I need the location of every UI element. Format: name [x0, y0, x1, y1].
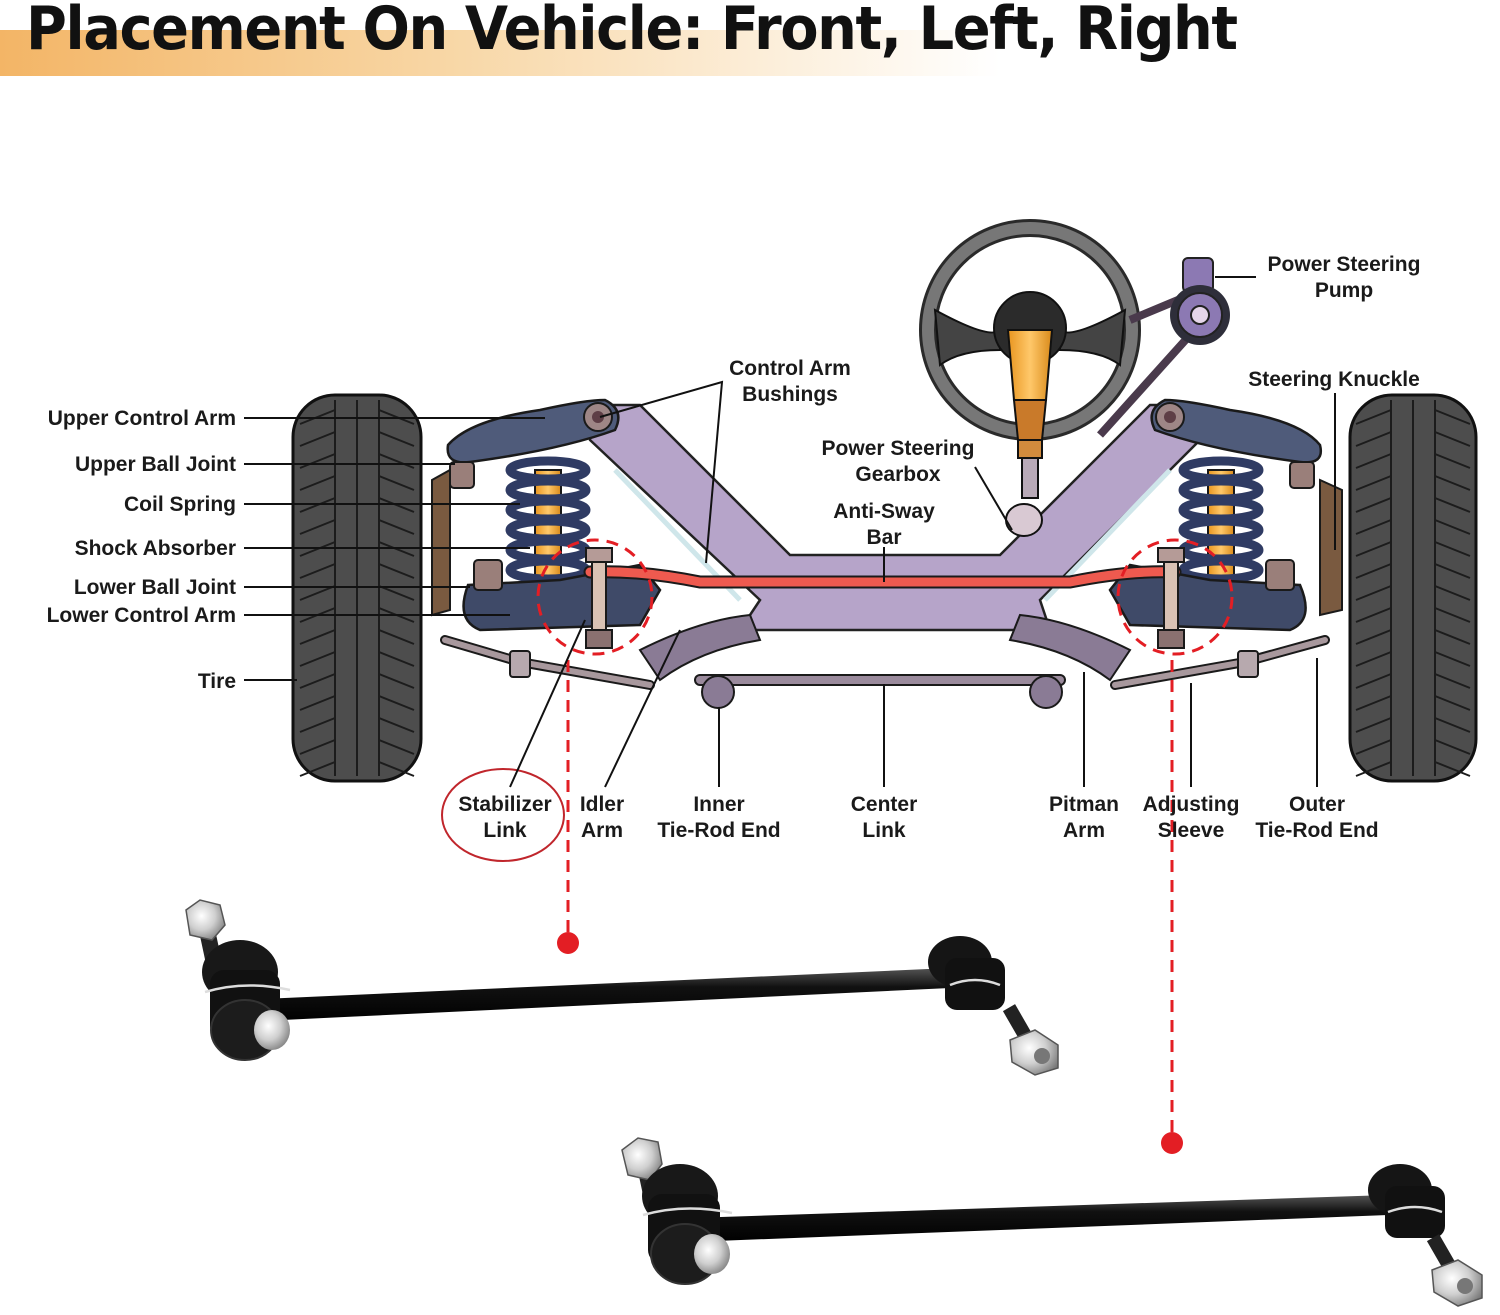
coil-spring-right	[1178, 456, 1264, 591]
tire-tread	[1355, 585, 1471, 601]
label-tire: Tire	[198, 670, 236, 693]
label-lower-control-arm: Lower Control Arm	[47, 604, 236, 627]
tire-tread	[299, 453, 415, 469]
page-title: Placement On Vehicle: Front, Left, Right	[26, 0, 1238, 64]
tire-tread	[1355, 563, 1471, 579]
label-inner-tie-rod-end-line2: Tie-Rod End	[657, 819, 780, 842]
product-stabilizer-link-right	[621, 1137, 1483, 1307]
tire-tread	[1355, 695, 1471, 711]
label-outer-tie-rod-end-line2: Tie-Rod End	[1255, 819, 1378, 842]
label-power-steering-gearbox-line1: Power Steering	[822, 437, 975, 460]
label-power-steering-pump-line2: Pump	[1315, 279, 1373, 302]
label-inner-tie-rod-end-line1: Inner	[693, 793, 744, 816]
label-adjusting-sleeve-line1: Adjusting	[1143, 793, 1240, 816]
tire-tread	[299, 695, 415, 711]
label-shock-absorber: Shock Absorber	[75, 537, 236, 560]
label-pitman-arm-line2: Arm	[1063, 819, 1105, 842]
tire-tread	[1355, 651, 1471, 667]
leader-lines	[244, 276, 1336, 788]
lower-control-arm-right	[1108, 559, 1307, 632]
label-idler-arm-line2: Arm	[581, 819, 623, 842]
label-lower-ball-joint: Lower Ball Joint	[74, 576, 236, 599]
power-steering-pump	[1097, 257, 1230, 438]
tire-tread	[1355, 761, 1471, 777]
title-banner	[0, 30, 1000, 76]
knuckle-left	[431, 461, 475, 617]
label-upper-control-arm: Upper Control Arm	[48, 407, 236, 430]
tire-tread	[1355, 519, 1471, 535]
upper-control-arm-right	[1150, 398, 1323, 464]
label-coil-spring: Coil Spring	[124, 493, 236, 516]
label-power-steering-gearbox-line2: Gearbox	[855, 463, 941, 486]
tire-tread	[1355, 431, 1471, 447]
tire-tread	[299, 585, 415, 601]
stabilizer-link-diagram-right	[1157, 547, 1185, 649]
tire-tread	[299, 673, 415, 689]
tire-tread	[299, 739, 415, 755]
label-outer-tie-rod-end-line1: Outer	[1289, 793, 1345, 816]
tire-tread	[299, 651, 415, 667]
marker-dot-right	[1161, 1132, 1183, 1154]
tire-tread	[1355, 409, 1471, 425]
tire-tread	[1355, 541, 1471, 557]
label-stabilizer-link-line2: Link	[483, 819, 526, 842]
tire-tread	[1355, 453, 1471, 469]
tire-tread	[299, 761, 415, 777]
highlight-markers	[441, 538, 1234, 1154]
tire-tread	[299, 431, 415, 447]
tire-tread	[1355, 739, 1471, 755]
label-anti-sway-bar-line2: Bar	[866, 526, 901, 549]
tire-tread	[299, 519, 415, 535]
marker-dot-left	[557, 932, 579, 954]
tire-tread	[1355, 607, 1471, 623]
label-center-link-line2: Link	[862, 819, 905, 842]
label-steering-knuckle: Steering Knuckle	[1248, 368, 1420, 391]
stabilizer-link-diagram-left	[585, 547, 613, 649]
steering-column	[1005, 329, 1054, 537]
label-control-arm-bushings-line1: Control Arm	[729, 357, 851, 380]
label-idler-arm-line1: Idler	[580, 793, 624, 816]
label-anti-sway-bar-line1: Anti-Sway	[833, 500, 935, 523]
coil-spring-left	[505, 456, 591, 591]
label-center-link-line1: Center	[851, 793, 918, 816]
tire-tread	[1355, 475, 1471, 491]
label-power-steering-pump-line1: Power Steering	[1268, 253, 1421, 276]
spring-coil	[1178, 556, 1264, 584]
bottom-labels: Stabilizer Link Idler Arm Inner Tie-Rod …	[458, 793, 1378, 842]
tire-tread	[299, 629, 415, 645]
left-labels: Upper Control Arm Upper Ball Joint Coil …	[47, 407, 236, 693]
label-pitman-arm-line1: Pitman	[1049, 793, 1119, 816]
upper-control-arm-left	[446, 398, 620, 464]
label-stabilizer-link-line1: Stabilizer	[458, 793, 551, 816]
steering-linkage	[440, 613, 1330, 709]
label-adjusting-sleeve-line2: Sleeve	[1158, 819, 1225, 842]
product-stabilizer-link-left	[185, 899, 1059, 1076]
tire-tread	[1355, 497, 1471, 513]
tire-tread	[1355, 717, 1471, 733]
tire-tread	[299, 717, 415, 733]
tire-tread	[1355, 673, 1471, 689]
tire-tread	[299, 475, 415, 491]
top-labels: Control Arm Bushings Power Steering Gear…	[729, 253, 1420, 549]
label-control-arm-bushings-line2: Bushings	[742, 383, 838, 406]
tire-tread	[299, 563, 415, 579]
tire-right	[1348, 393, 1478, 783]
label-upper-ball-joint: Upper Ball Joint	[75, 453, 236, 476]
stabilizer-link-label-circle	[441, 768, 565, 862]
tire-tread	[1355, 629, 1471, 645]
